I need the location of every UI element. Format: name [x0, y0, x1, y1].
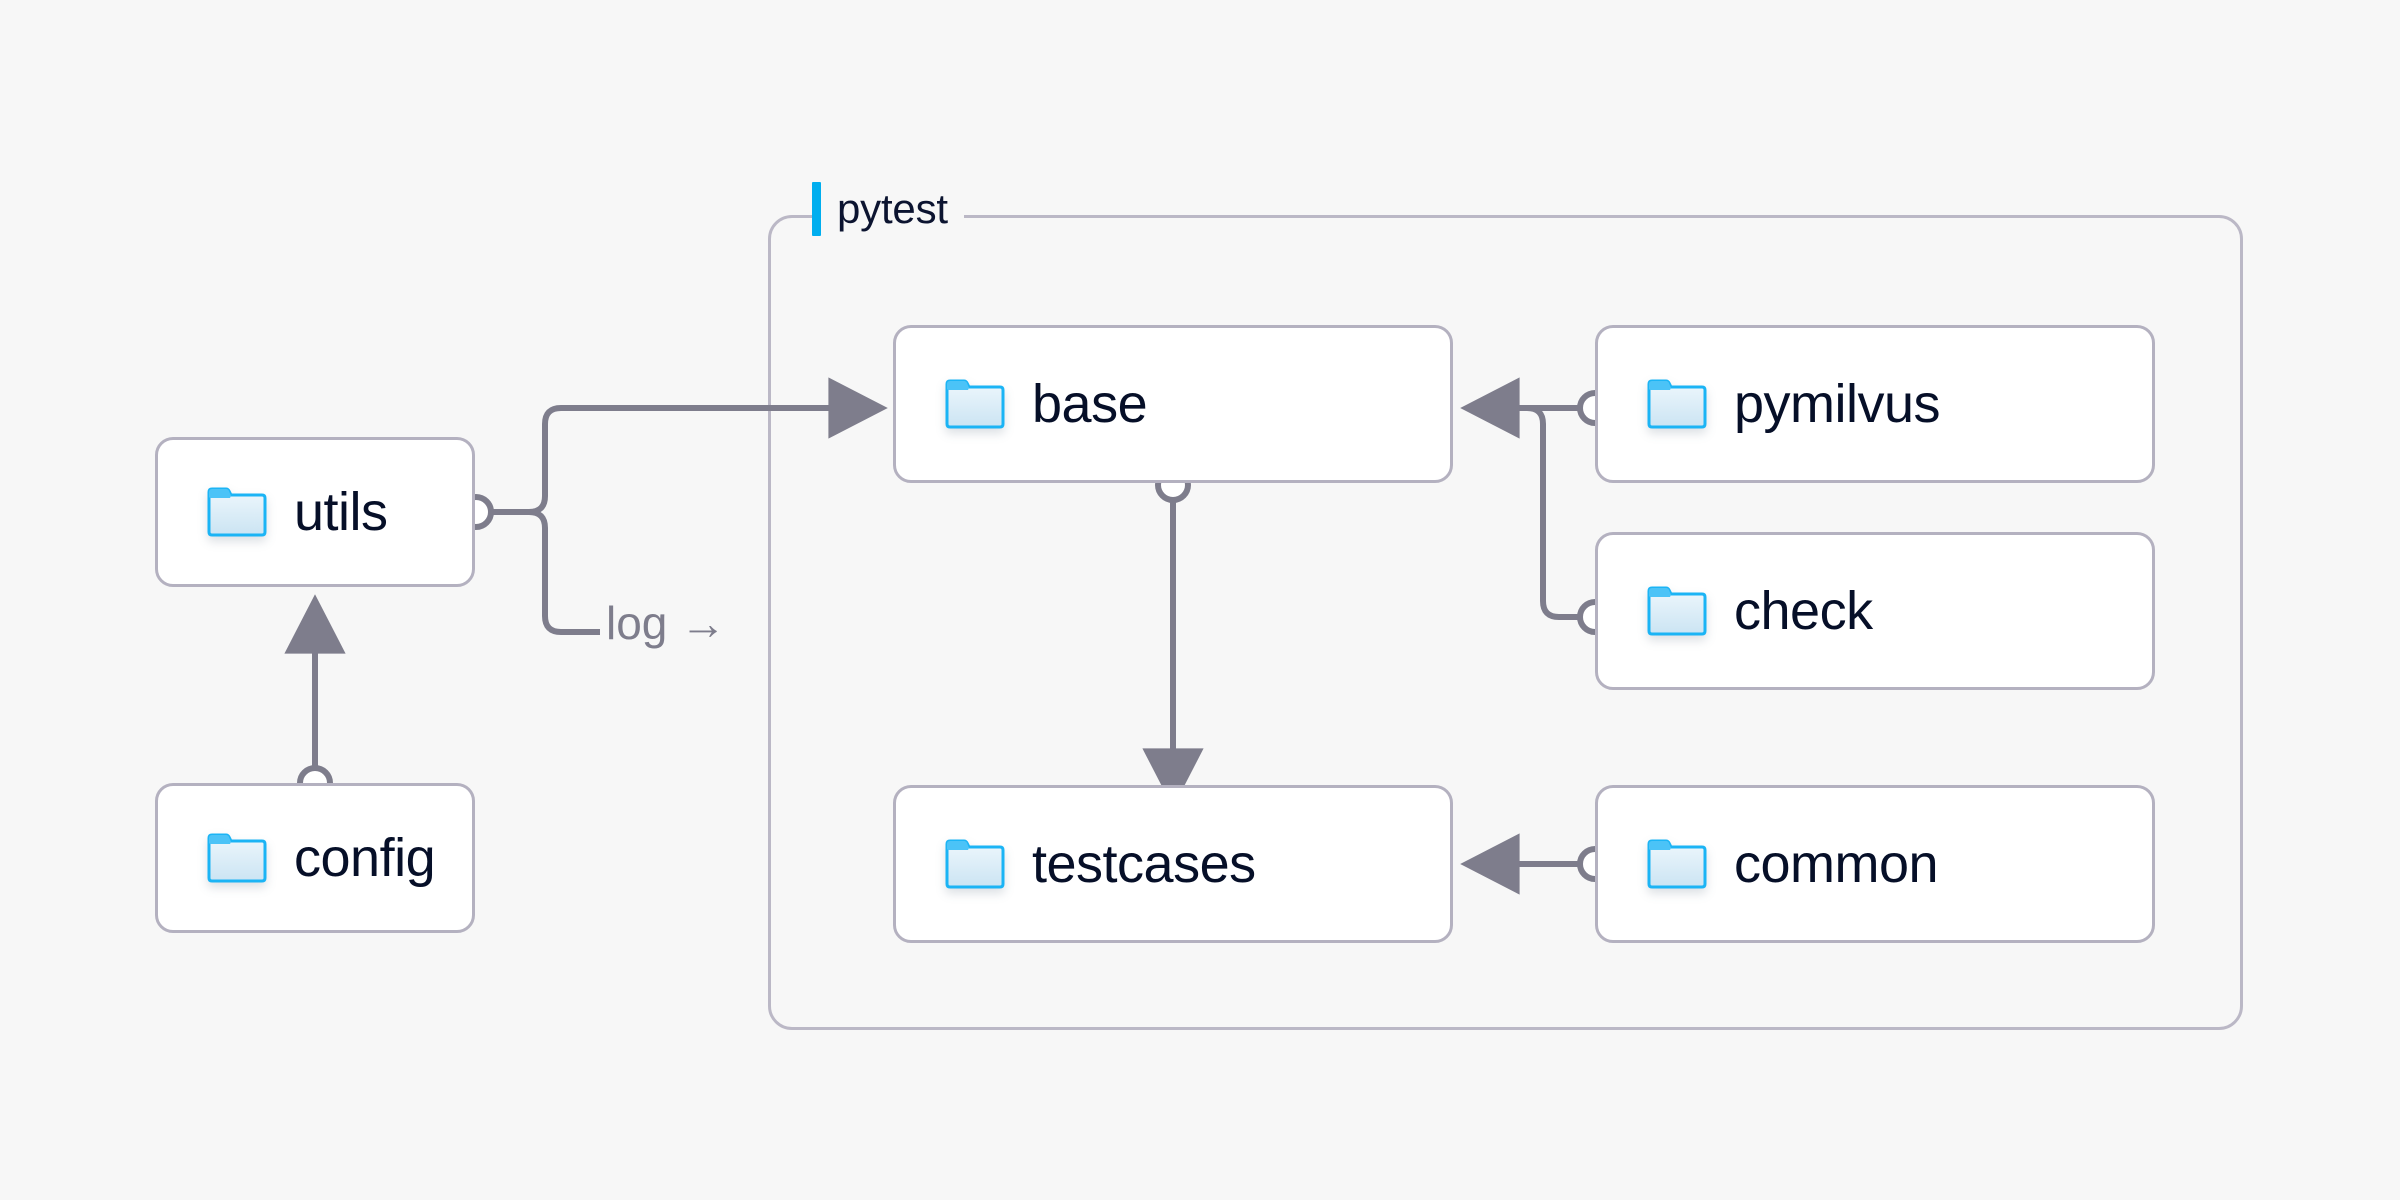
folder-icon [1647, 839, 1707, 889]
node-pymilvus[interactable]: pymilvus [1595, 325, 2155, 483]
node-label: utils [294, 482, 388, 542]
folder-icon [945, 379, 1005, 429]
group-pytest-title: pytest [812, 181, 964, 237]
node-label: config [294, 828, 436, 888]
node-base[interactable]: base [893, 325, 1453, 483]
node-label: common [1734, 834, 1939, 894]
node-label: base [1032, 374, 1148, 434]
node-check[interactable]: check [1595, 532, 2155, 690]
edge-label-log: log → [600, 598, 733, 649]
node-label: check [1734, 581, 1873, 641]
node-testcases[interactable]: testcases [893, 785, 1453, 943]
node-utils[interactable]: utils [155, 437, 475, 587]
node-common[interactable]: common [1595, 785, 2155, 943]
folder-icon [1647, 379, 1707, 429]
node-label: pymilvus [1734, 374, 1941, 434]
group-title-label: pytest [837, 185, 948, 232]
node-label: testcases [1032, 834, 1256, 894]
accent-bar-icon [812, 182, 821, 236]
node-config[interactable]: config [155, 783, 475, 933]
folder-icon [207, 833, 267, 883]
folder-icon [1647, 586, 1707, 636]
folder-icon [945, 839, 1005, 889]
group-pytest [768, 215, 2243, 1030]
folder-icon [207, 487, 267, 537]
